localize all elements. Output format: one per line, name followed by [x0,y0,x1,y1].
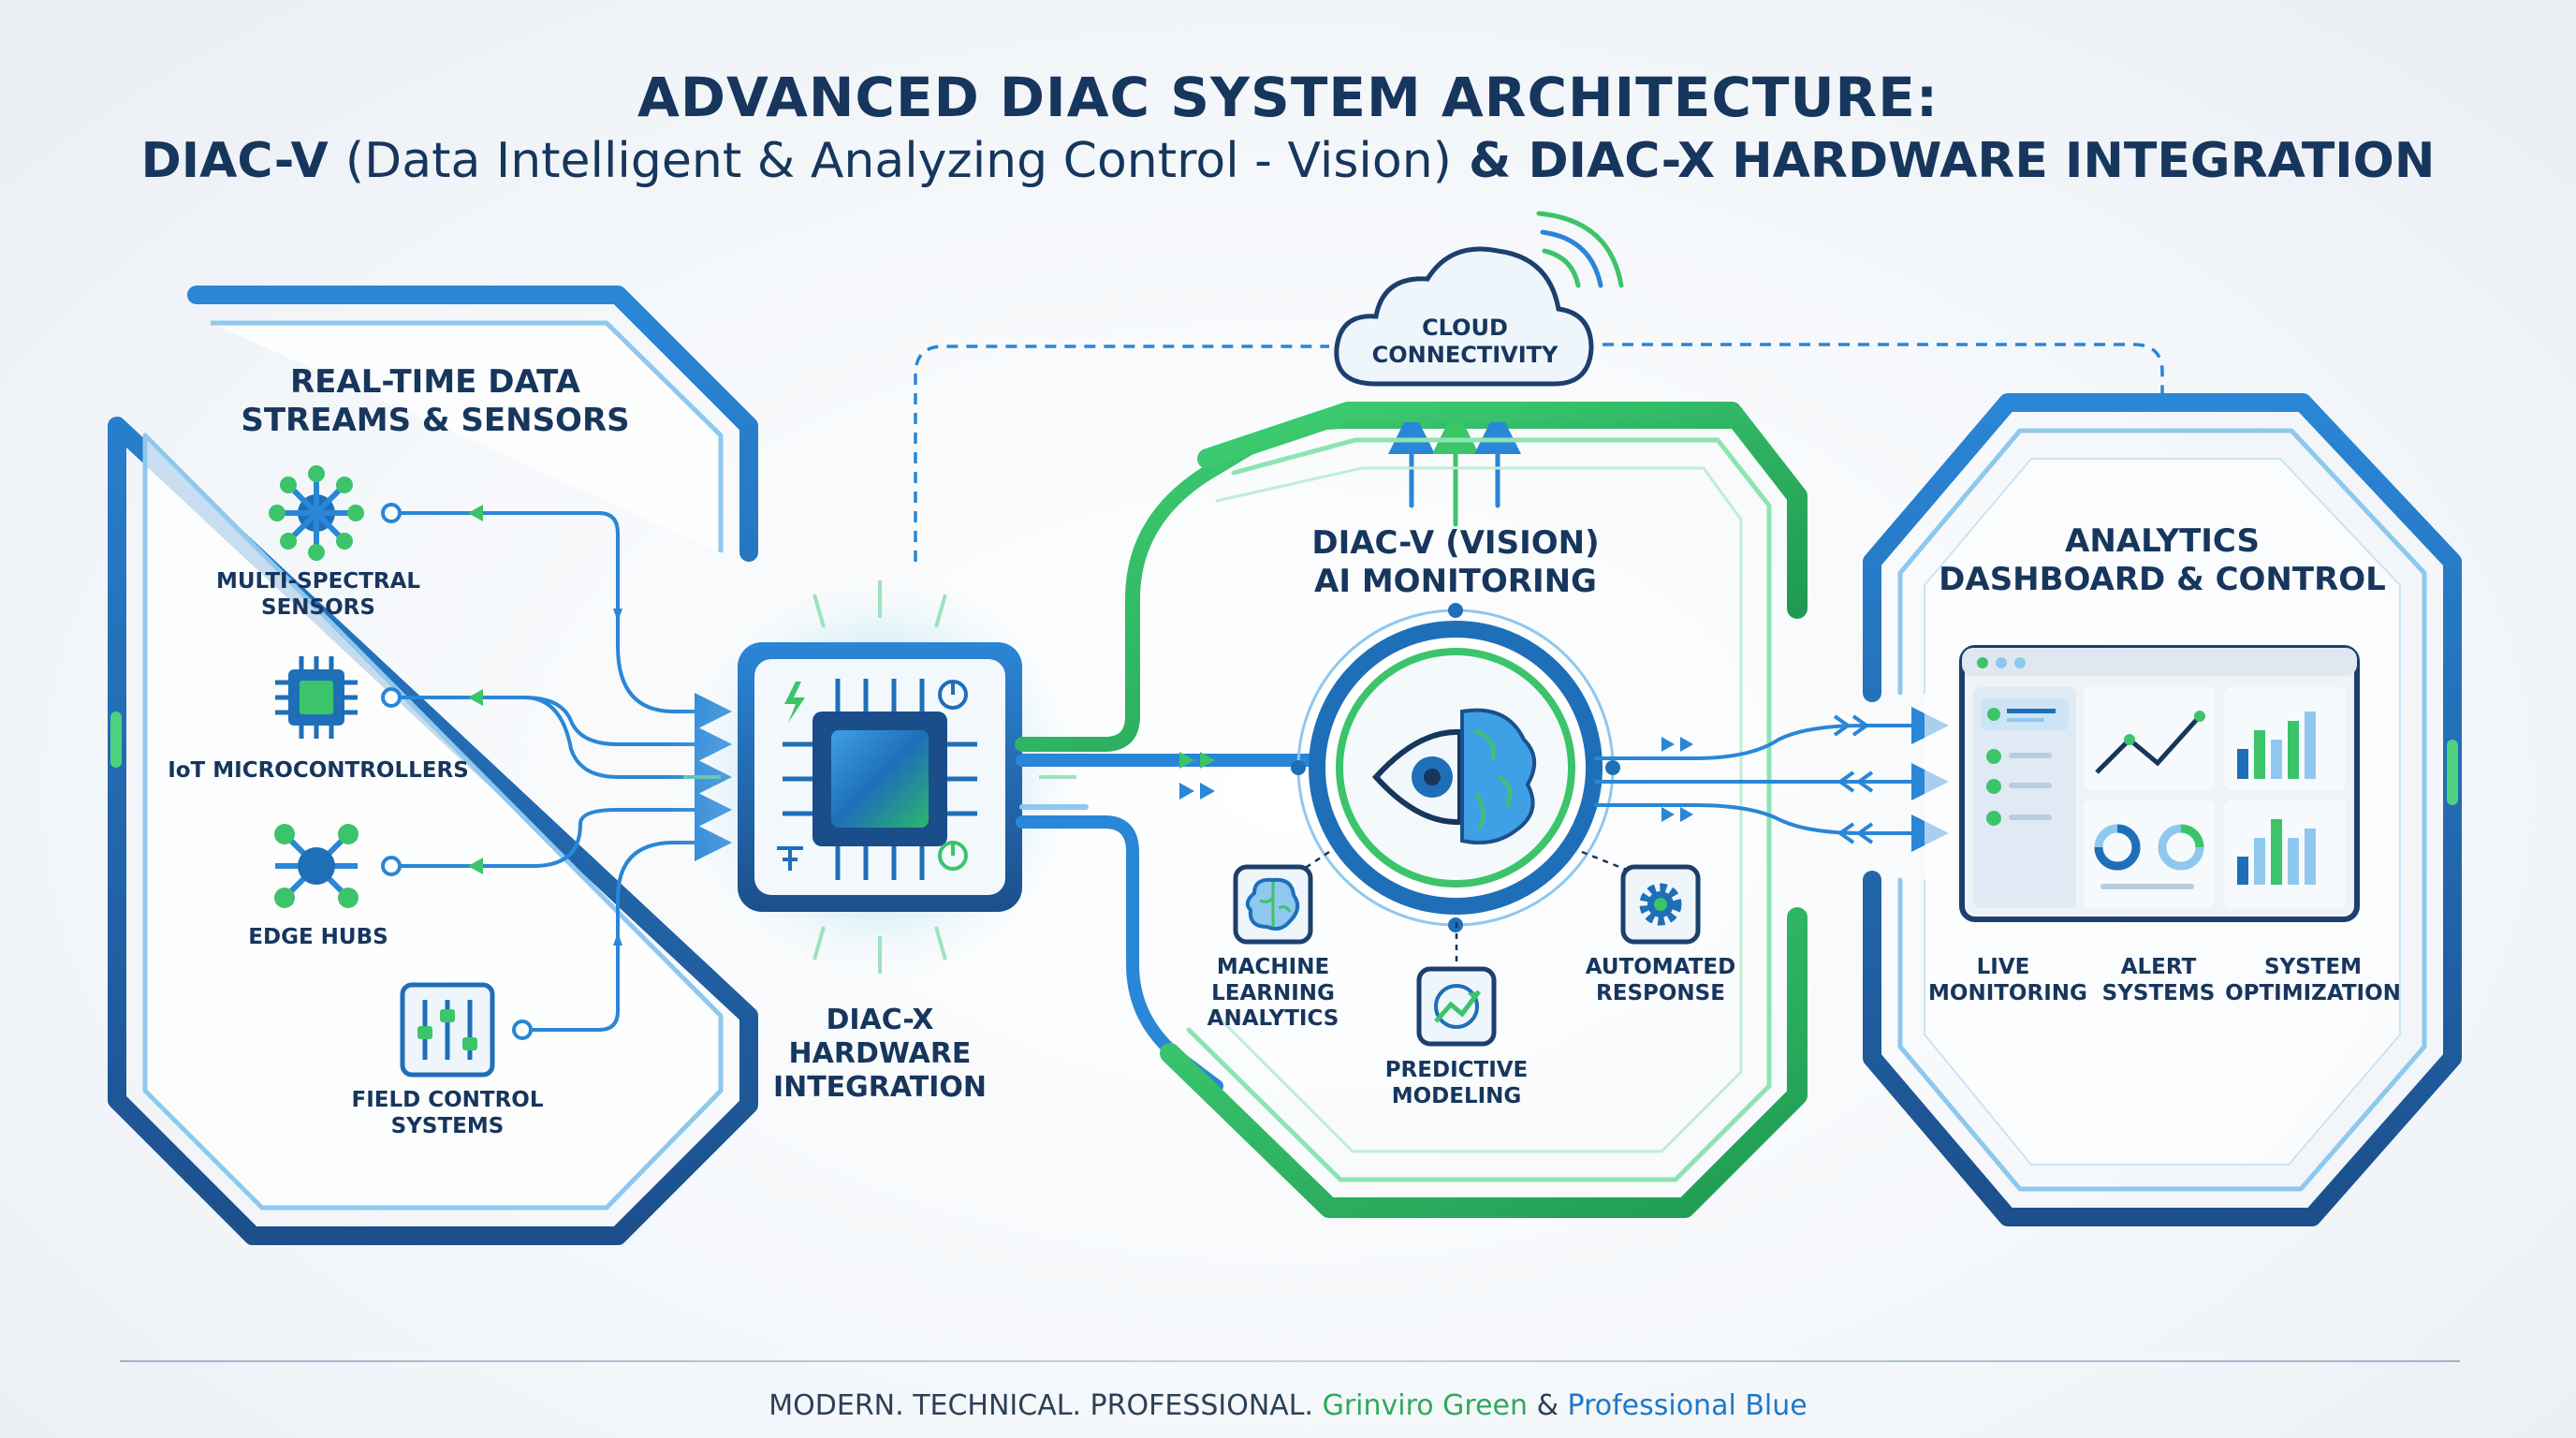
label-line: DASHBOARD & CONTROL [1939,560,2386,598]
uplink-arrows [1388,407,1521,527]
label-line: ANALYTICS [2065,522,2260,560]
cloud-icon [1334,211,1624,387]
label-line: SENSORS [261,594,375,620]
system-optimization-label: SYSTEM OPTIMIZATION [2224,955,2402,1006]
sliders-icon [400,982,495,1078]
flow-arrows-analytics [1661,714,1874,844]
live-monitoring-label: LIVE MONITORING [1928,955,2087,1006]
machine-learning-analytics-label: MACHINE LEARNING ANALYTICS [1161,955,1385,1033]
subtitle-expansion: (Data Intelligent & Analyzing Control - … [344,133,1452,189]
dashboard-window [1959,645,2360,922]
vision-panel-header: DIAC-V (VISION) AI MONITORING [1268,524,1643,601]
label-line: SYSTEMS [2101,980,2216,1005]
cloud-dashed-links [914,343,2164,562]
label-line: DIAC-X [826,1004,934,1036]
hub-icon [274,824,359,908]
label-line: LEARNING [1211,980,1335,1005]
gear-icon [1620,864,1701,945]
label-line: PREDICTIVE [1384,1058,1529,1082]
predictive-modeling-label: PREDICTIVE MODELING [1344,1058,1569,1109]
label-line: OPTIMIZATION [2225,980,2401,1005]
left-panel-header: REAL-TIME DATA STREAMS & SENSORS [206,363,665,440]
label-line: MULTI-SPECTRAL [215,569,421,594]
subtitle-diac-x: & DIAC-X HARDWARE INTEGRATION [1451,133,2436,189]
left-header-line1: REAL-TIME DATA [289,363,580,401]
multi-spectral-sensors-label: MULTI-SPECTRAL SENSORS [178,569,459,621]
alert-systems-label: ALERT SYSTEMS [2084,955,2233,1006]
eye-brain-icon [1371,708,1536,844]
footer-divider [120,1360,2460,1362]
footer-ampersand: & [1528,1389,1568,1422]
main-title: ADVANCED DIAC SYSTEM ARCHITECTURE: [637,66,1939,129]
label-line: ANALYTICS [1207,1006,1339,1032]
label-line: ALERT [2120,955,2197,979]
subtitle: DIAC-V (Data Intelligent & Analyzing Con… [0,133,2576,189]
label-line: DIAC-V (VISION) [1311,524,1600,562]
vision-panel-frame [1160,402,1808,1218]
label-line: INTEGRATION [772,1071,988,1104]
left-header-line2: STREAMS & SENSORS [241,401,630,439]
diac-x-hardware-label: DIAC-X HARDWARE INTEGRATION [739,1004,1020,1105]
edge-hubs-label: EDGE HUBS [178,925,459,951]
vision-analytics-flows [1594,707,1949,852]
label-line: SYSTEMS [390,1113,505,1138]
footer-tagline: MODERN. TECHNICAL. PROFESSIONAL. Grinvir… [0,1389,2576,1422]
brain-icon [1233,864,1313,945]
subtitle-diac-v: DIAC-V [140,133,345,189]
label-line: MACHINE [1216,955,1330,979]
field-control-systems-label: FIELD CONTROL SYSTEMS [307,1088,588,1139]
label-line: IoT MICROCONTROLLERS [168,758,469,783]
footer-text: MODERN. TECHNICAL. PROFESSIONAL. [768,1389,1323,1422]
iot-microcontrollers-label: IoT MICROCONTROLLERS [159,758,477,785]
label-line: SYSTEM [2263,955,2363,979]
label-line: CLOUD [1422,315,1508,341]
label-line: EDGE HUBS [248,925,388,949]
label-line: AUTOMATED [1585,955,1736,979]
trend-chart-icon [1416,966,1497,1047]
flow-arrows-vision [1179,752,1215,800]
label-line: CONNECTIVITY [1371,341,1559,368]
sensor-data-lines [381,503,732,1040]
cloud-connectivity-label: CLOUD CONNECTIVITY [1357,315,1573,369]
left-panel-frame [108,286,758,1245]
label-line: HARDWARE [788,1037,972,1070]
microchip-icon [275,656,358,739]
vision-subnode-links [1300,850,1630,964]
label-line: RESPONSE [1596,980,1725,1005]
footer-green-text: Grinviro Green [1322,1389,1529,1422]
diac-x-hardware-block [665,562,1095,992]
label-line: MODELING [1391,1083,1522,1108]
automated-response-label: AUTOMATED RESPONSE [1548,955,1773,1006]
footer-blue-text: Professional Blue [1567,1389,1808,1422]
analytics-panel-header: ANALYTICS DASHBOARD & CONTROL [1928,522,2396,599]
label-line: MONITORING [1928,980,2087,1005]
label-line: FIELD CONTROL [351,1088,544,1112]
network-node-icon [269,465,364,561]
label-line: AI MONITORING [1314,562,1597,600]
label-line: LIVE [1976,955,2030,979]
